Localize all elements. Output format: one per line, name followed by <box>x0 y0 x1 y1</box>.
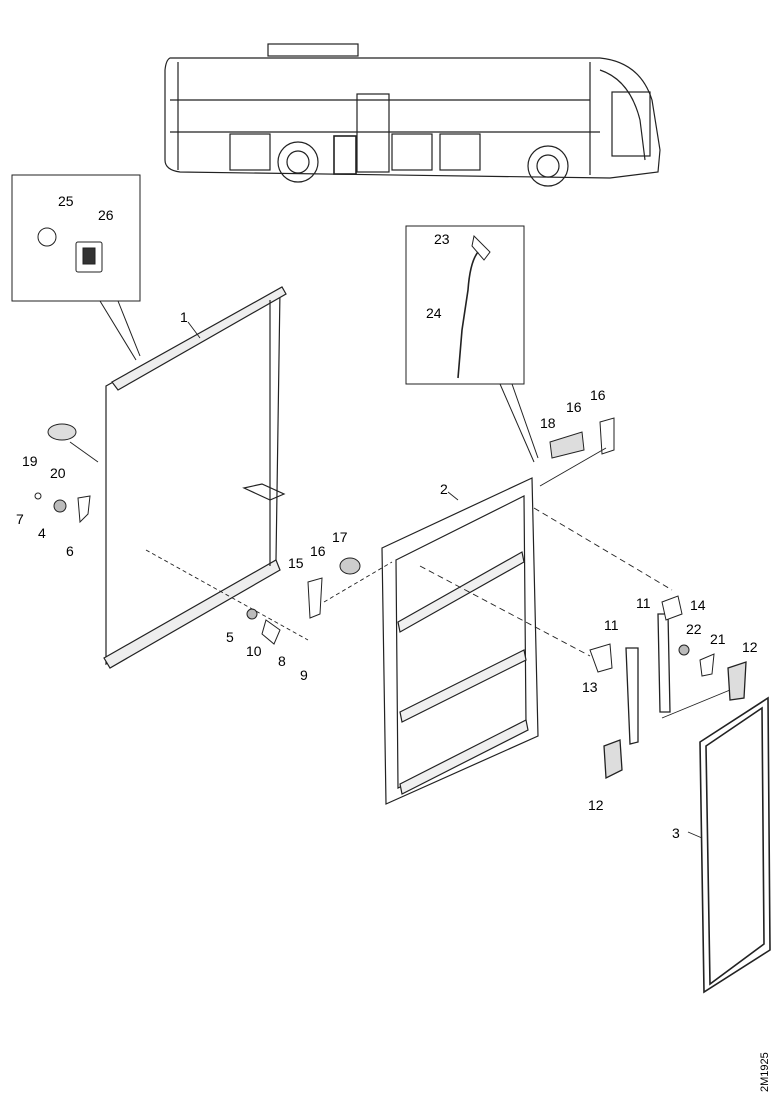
part-label-3: 3 <box>672 825 680 841</box>
bus-overview <box>164 43 661 187</box>
part-label-25: 25 <box>58 193 74 209</box>
part-label-8: 8 <box>278 653 286 669</box>
door-seal-3 <box>699 696 771 994</box>
part-label-6: 6 <box>66 543 74 559</box>
part-label-18: 18 <box>540 415 556 431</box>
part-label-5: 5 <box>226 629 234 645</box>
part-label-26: 26 <box>98 207 114 223</box>
part-label-7: 7 <box>16 511 24 527</box>
detail-inset-23-24 <box>405 225 539 463</box>
part-label-24: 24 <box>426 305 442 321</box>
part-label-1: 1 <box>180 309 188 325</box>
part-label-16-left: 16 <box>566 399 582 415</box>
drawing-id: 2M1925 <box>759 1052 771 1092</box>
part-label-10: 10 <box>246 643 262 659</box>
part-label-14: 14 <box>690 597 706 613</box>
door-panel-1 <box>103 286 287 669</box>
small-hardware <box>34 417 715 677</box>
part-label-22: 22 <box>686 621 702 637</box>
part-label-2: 2 <box>440 481 448 497</box>
part-label-20: 20 <box>50 465 66 481</box>
part-label-4: 4 <box>38 525 46 541</box>
part-label-12-upper: 12 <box>742 639 758 655</box>
door-frame-2 <box>381 477 539 805</box>
part-label-21: 21 <box>710 631 726 647</box>
part-label-23: 23 <box>434 231 450 247</box>
part-label-11-left: 11 <box>604 617 619 633</box>
detail-inset-25-26 <box>11 174 141 361</box>
part-number-labels: 1 2 3 4 5 6 7 8 9 10 11 11 12 12 13 14 1… <box>16 193 758 841</box>
part-label-9: 9 <box>300 667 308 683</box>
part-label-12-lower: 12 <box>588 797 604 813</box>
part-label-16-right: 16 <box>590 387 606 403</box>
part-label-16-center: 16 <box>310 543 326 559</box>
part-label-19: 19 <box>22 453 38 469</box>
part-label-13: 13 <box>582 679 598 695</box>
leader-lines <box>69 321 731 839</box>
part-label-17: 17 <box>332 529 348 545</box>
part-label-15: 15 <box>288 555 304 571</box>
part-label-11-right: 11 <box>636 595 651 611</box>
